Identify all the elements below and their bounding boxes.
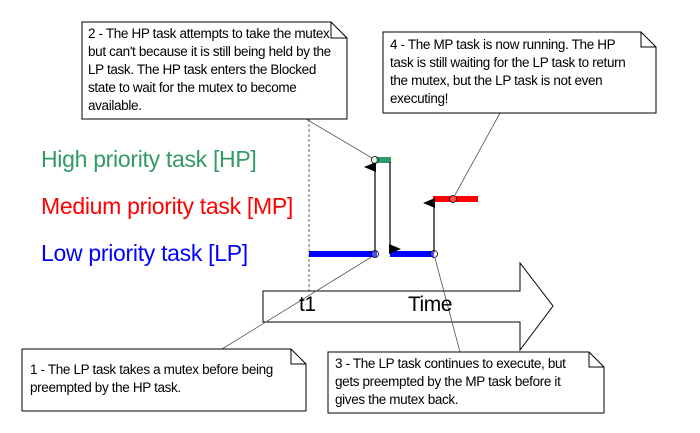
note-3-box [327, 351, 605, 414]
note-2-box [81, 21, 348, 120]
note-line: preempted by the HP task. [30, 380, 181, 395]
note-line: 4 - The MP task is now running. The HP [390, 37, 616, 52]
note-1-text: 1 - The LP task takes a mutex before bei… [30, 361, 273, 397]
event-marker [430, 250, 438, 258]
note-3-leader [434, 257, 461, 353]
t1-label: t1 [299, 293, 316, 316]
note-line: but can't because it is still being held… [88, 44, 331, 59]
hp-task-label: High priority task [HP] [41, 146, 257, 172]
lp-task-label: Low priority task [LP] [41, 240, 248, 266]
time-label: Time [408, 293, 452, 316]
note-line: gives the mutex back. [335, 392, 459, 407]
note-line: the mutex, but the LP task is not even [390, 73, 603, 88]
event-marker [371, 156, 379, 164]
mp-task-label: Medium priority task [MP] [41, 193, 293, 219]
note-4-box [382, 31, 657, 114]
time-arrow-shape [262, 261, 554, 352]
note-4-leader [454, 112, 501, 196]
event-marker [449, 195, 457, 203]
note-line: task is still waiting for the LP task to… [390, 55, 626, 70]
note-line: state to wait for the mutex to become [88, 80, 297, 95]
note-line: 1 - The LP task takes a mutex before bei… [30, 362, 273, 377]
note-3-text: 3 - The LP task continues to execute, bu… [335, 355, 566, 409]
note-line: gets preempted by the MP task before it [335, 374, 561, 389]
note-1-leader [221, 255, 374, 350]
note-2-text: 2 - The HP task attempts to take the mut… [88, 25, 331, 115]
note-line: LP task. The HP task enters the Blocked [88, 62, 316, 77]
note-line: available. [88, 98, 142, 113]
note-line: executing! [390, 91, 449, 106]
event-marker [371, 250, 379, 258]
note-line: 2 - The HP task attempts to take the mut… [88, 26, 330, 41]
note-line: 3 - The LP task continues to execute, bu… [335, 356, 566, 371]
note-1-box [21, 348, 307, 412]
note-4-text: 4 - The MP task is now running. The HP t… [390, 36, 626, 108]
note-2-leader [305, 118, 373, 159]
